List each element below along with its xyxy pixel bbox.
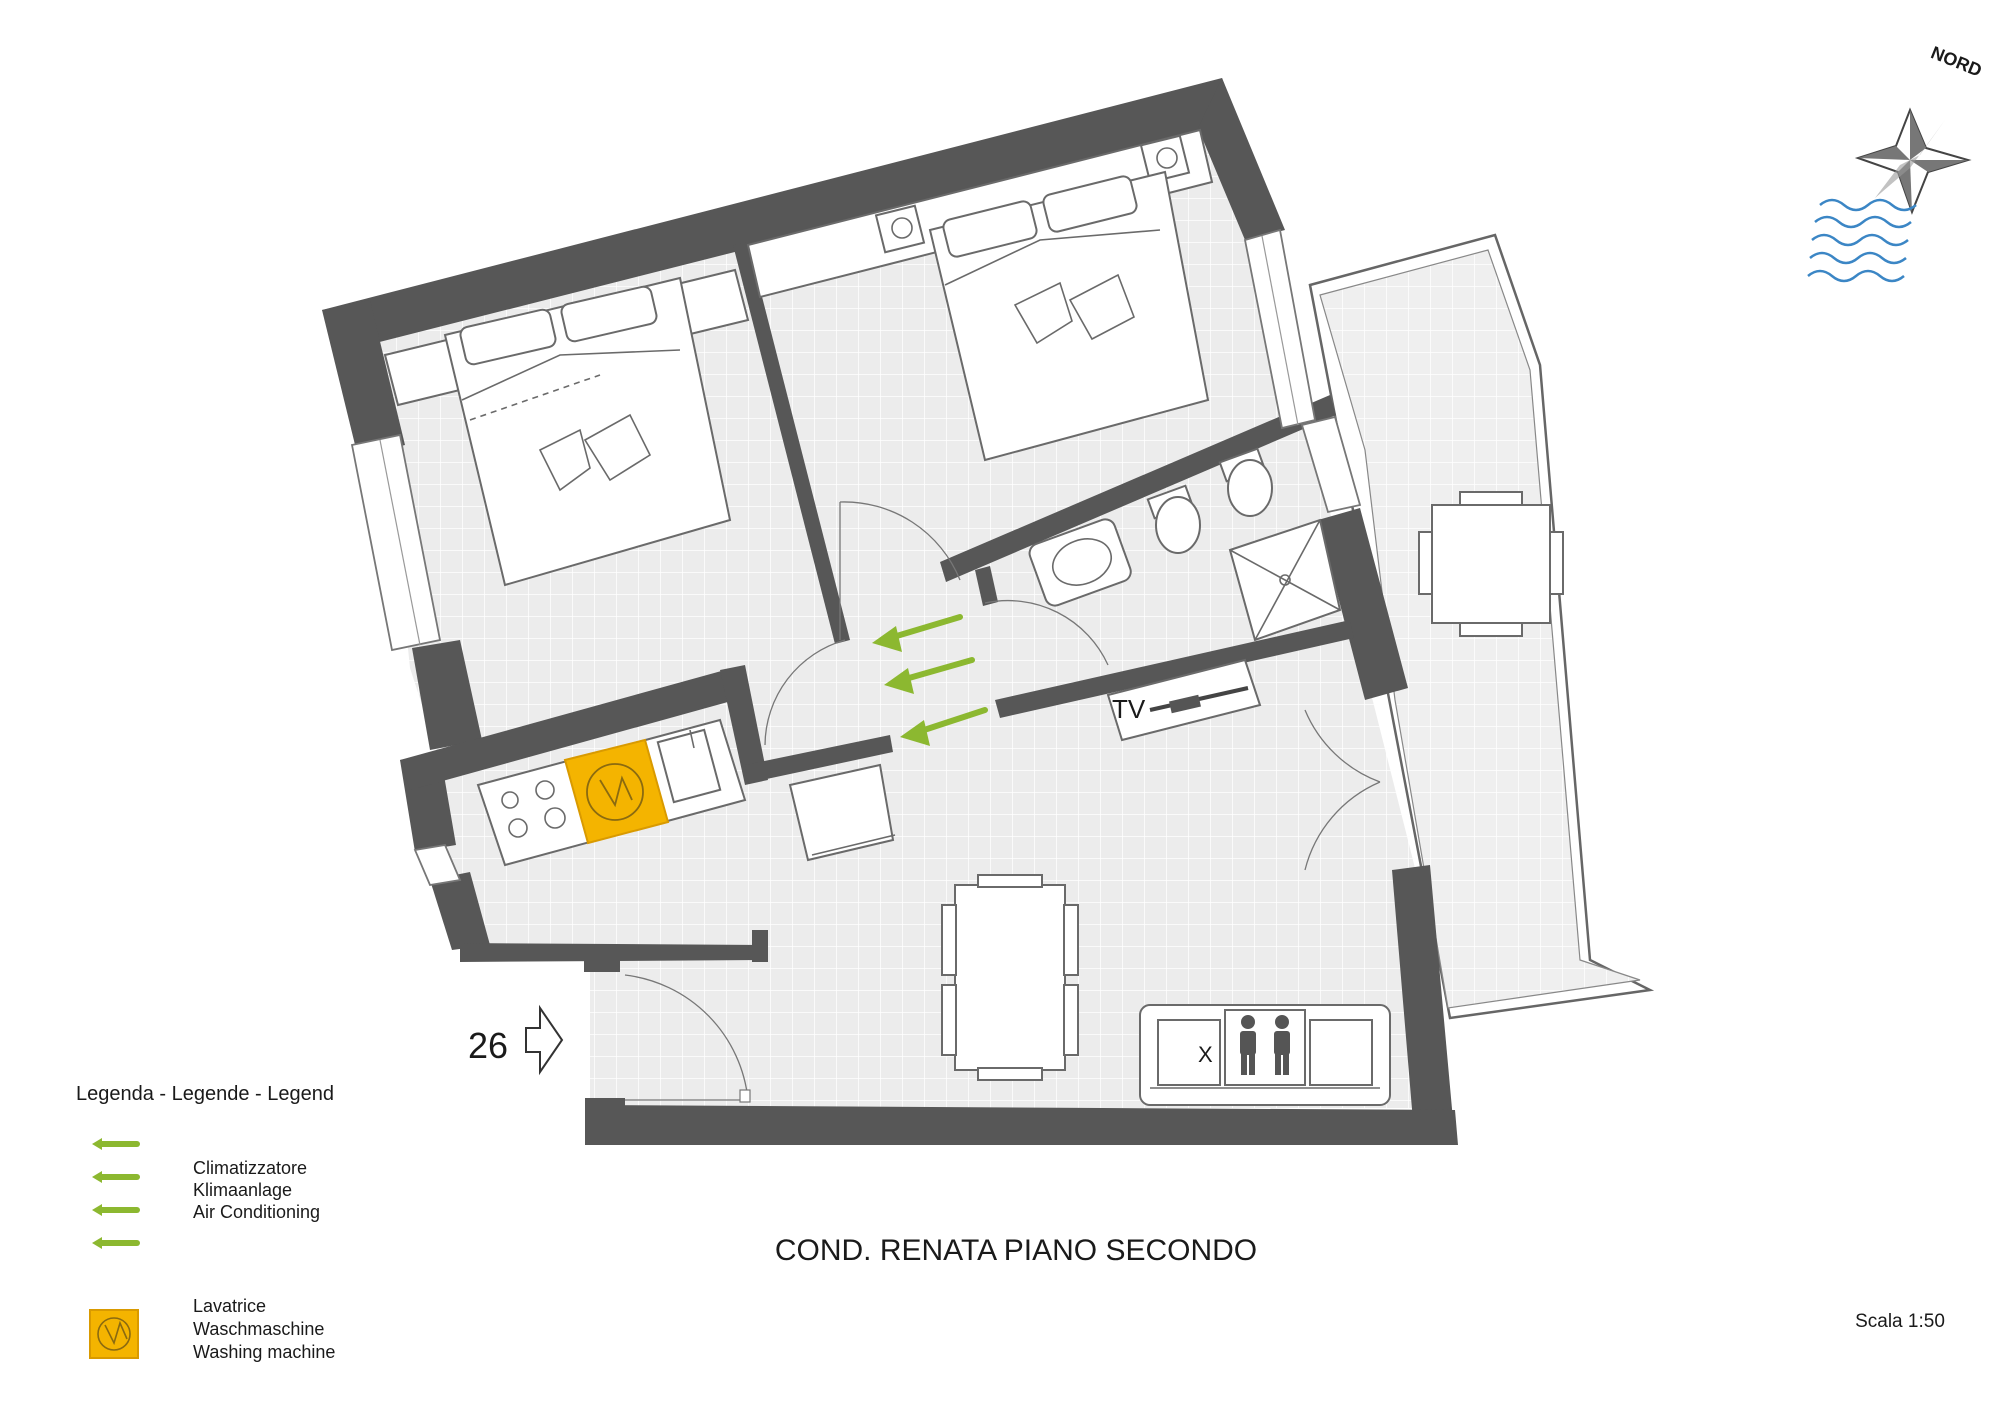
nightstand-left [874, 204, 926, 254]
ac-arrows [872, 614, 988, 746]
sea-waves-icon [1807, 198, 1917, 283]
legend-ac-line-3: Air Conditioning [193, 1202, 320, 1222]
ac-arrow-1 [872, 614, 963, 652]
scale-label: Scala 1:50 [1855, 1311, 1945, 1332]
legend-ac-icon [92, 1138, 140, 1249]
shower [1228, 518, 1342, 642]
entrance-arrow-icon [525, 1004, 564, 1076]
terrace-table [1418, 491, 1564, 637]
bedroom-2 [746, 128, 1214, 462]
legend-wm-line-3: Washing machine [193, 1342, 335, 1362]
entrance-marker[interactable]: 26 [468, 1004, 564, 1076]
walls [322, 78, 1458, 1145]
legend-washing-machine-icon [89, 1309, 139, 1359]
doors [624, 501, 1381, 1103]
windows [350, 228, 1362, 887]
person-icon-1 [1240, 1015, 1256, 1075]
toilet [1146, 484, 1201, 554]
ac-arrow-2 [884, 657, 975, 694]
double-bed-1 [443, 276, 732, 587]
legend-wm-line-2: Waschmaschine [193, 1319, 324, 1339]
sofa-mark: X [1198, 1042, 1213, 1067]
bedroom-1 [383, 268, 750, 587]
washbasin [1028, 518, 1132, 607]
dining-table [941, 874, 1079, 1081]
cooktop [501, 780, 566, 838]
entrance-number: 26 [468, 1025, 508, 1066]
tv-unit: TV [1106, 658, 1262, 742]
person-icon-2 [1274, 1015, 1290, 1075]
bidet [1218, 447, 1273, 517]
legend-ac-line-2: Klimaanlage [193, 1180, 292, 1200]
plan-title: COND. RENATA PIANO SECONDO [775, 1234, 1257, 1267]
tv-label: TV [1112, 694, 1146, 724]
legend-wm-line-1: Lavatrice [193, 1296, 266, 1316]
ac-arrow-3 [900, 707, 988, 746]
double-bed-2 [928, 170, 1210, 462]
bathroom [1028, 447, 1342, 642]
sofa-bed: X [1139, 1004, 1391, 1106]
kitchen [476, 718, 896, 867]
legend: Legenda - Legende - Legend Climatizzator… [76, 1083, 335, 1362]
sink [656, 728, 722, 804]
compass-rose-icon: NORD [1854, 42, 1985, 215]
compass-label: NORD [1928, 42, 1985, 80]
washing-machine [563, 738, 670, 845]
fridge [788, 763, 896, 862]
legend-ac-line-1: Climatizzatore [193, 1158, 307, 1178]
nightstand-right [1139, 134, 1191, 184]
legend-heading: Legenda - Legende - Legend [76, 1083, 334, 1105]
